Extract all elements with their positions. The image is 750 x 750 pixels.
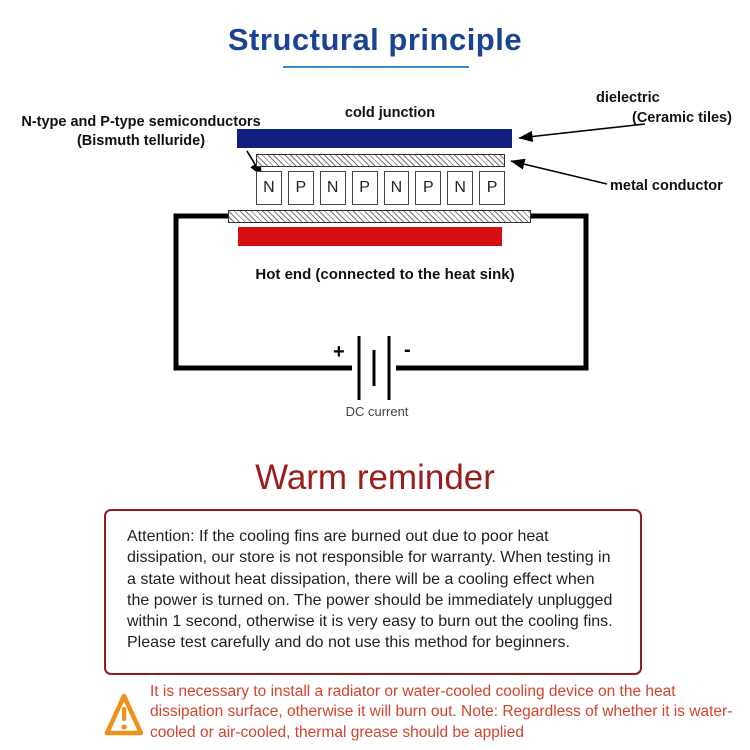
attention-box: Attention: If the cooling fins are burne…: [104, 509, 642, 675]
semiconductor-block: N: [256, 171, 282, 205]
arrow-dielectric: [518, 123, 646, 143]
dielectric-label: dielectric: [596, 90, 660, 106]
semiconductors-label-line2: (Bismuth telluride): [76, 132, 206, 149]
arrow-metal-conductor: [510, 158, 608, 185]
warning-triangle-icon: [104, 693, 144, 736]
metal-conductor-label: metal conductor: [610, 178, 723, 194]
warning-text: It is necessary to install a radiator or…: [150, 683, 733, 741]
metal-conductor-strip-bottom: [228, 210, 531, 223]
semiconductors-label-line1: N-type and P-type semiconductors: [21, 114, 261, 130]
semiconductors-label: N-type and P-type semiconductors (Bismut…: [10, 113, 272, 151]
page-title: Structural principle: [227, 22, 523, 57]
semiconductor-block: N: [319, 171, 346, 205]
semiconductor-block: P: [479, 171, 505, 205]
hot-end-label: Hot end (connected to the heat sink): [255, 266, 515, 283]
metal-conductor-strip-top: [256, 154, 505, 167]
semiconductor-block: P: [351, 171, 378, 205]
semiconductor-block: N: [383, 171, 410, 205]
cold-junction-label: cold junction: [344, 105, 436, 121]
attention-text: Attention: If the cooling fins are burne…: [127, 528, 613, 652]
semiconductor-blocks-row: N P N P N P N P: [256, 171, 505, 205]
battery-icon: [357, 336, 391, 400]
ceramic-tiles-label: (Ceramic tiles): [632, 110, 732, 126]
semiconductor-block: P: [415, 171, 442, 205]
warm-reminder-title: Warm reminder: [255, 458, 495, 497]
semiconductor-block: P: [287, 171, 314, 205]
dc-current-label: DC current: [345, 404, 409, 419]
cold-junction-ceramic-bar: [237, 129, 512, 148]
battery-minus-sign: -: [404, 339, 411, 361]
battery-plus-sign: +: [333, 341, 345, 363]
hot-end-ceramic-bar: [238, 227, 502, 246]
title-underline: [283, 66, 469, 68]
semiconductor-block: N: [447, 171, 474, 205]
